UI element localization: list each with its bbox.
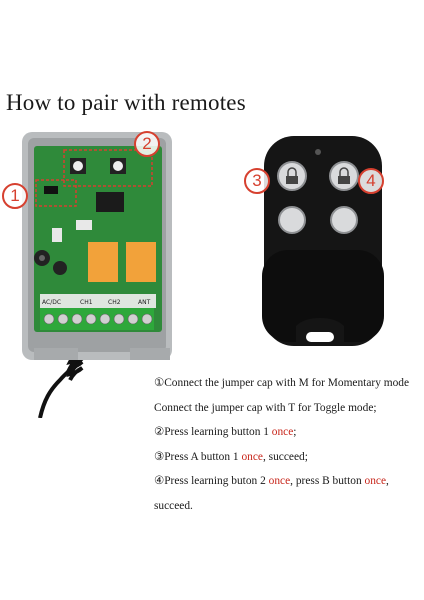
instruction-4: ④Press learning buton 2 once, press B bu… bbox=[154, 475, 389, 488]
page-title: How to pair with remotes bbox=[6, 90, 246, 115]
instructions: ①Connect the jumper cap with M for Momen… bbox=[154, 371, 422, 519]
callout-4: 4 bbox=[358, 168, 384, 194]
svg-text:CH1: CH1 bbox=[80, 299, 93, 306]
svg-text:ANT: ANT bbox=[138, 299, 151, 306]
remote-control bbox=[262, 136, 384, 346]
receiver-module: AC/DC CH1 CH2 ANT bbox=[22, 132, 172, 418]
callout-1: 1 bbox=[2, 183, 28, 209]
instruction-1b: Connect the jumper cap with T for Toggle… bbox=[154, 401, 377, 414]
instruction-2: ②Press learning button 1 once; bbox=[154, 426, 297, 439]
pcb bbox=[34, 146, 162, 332]
svg-text:CH2: CH2 bbox=[108, 299, 121, 306]
instruction-1: ①Connect the jumper cap with M for Momen… bbox=[154, 377, 410, 389]
instruction-4b: succeed. bbox=[154, 499, 193, 512]
callout-2: 2 bbox=[134, 131, 160, 157]
callout-3: 3 bbox=[244, 168, 270, 194]
svg-text:AC/DC: AC/DC bbox=[42, 299, 61, 306]
instruction-3: ③Press A button 1 once, succeed; bbox=[154, 450, 308, 463]
